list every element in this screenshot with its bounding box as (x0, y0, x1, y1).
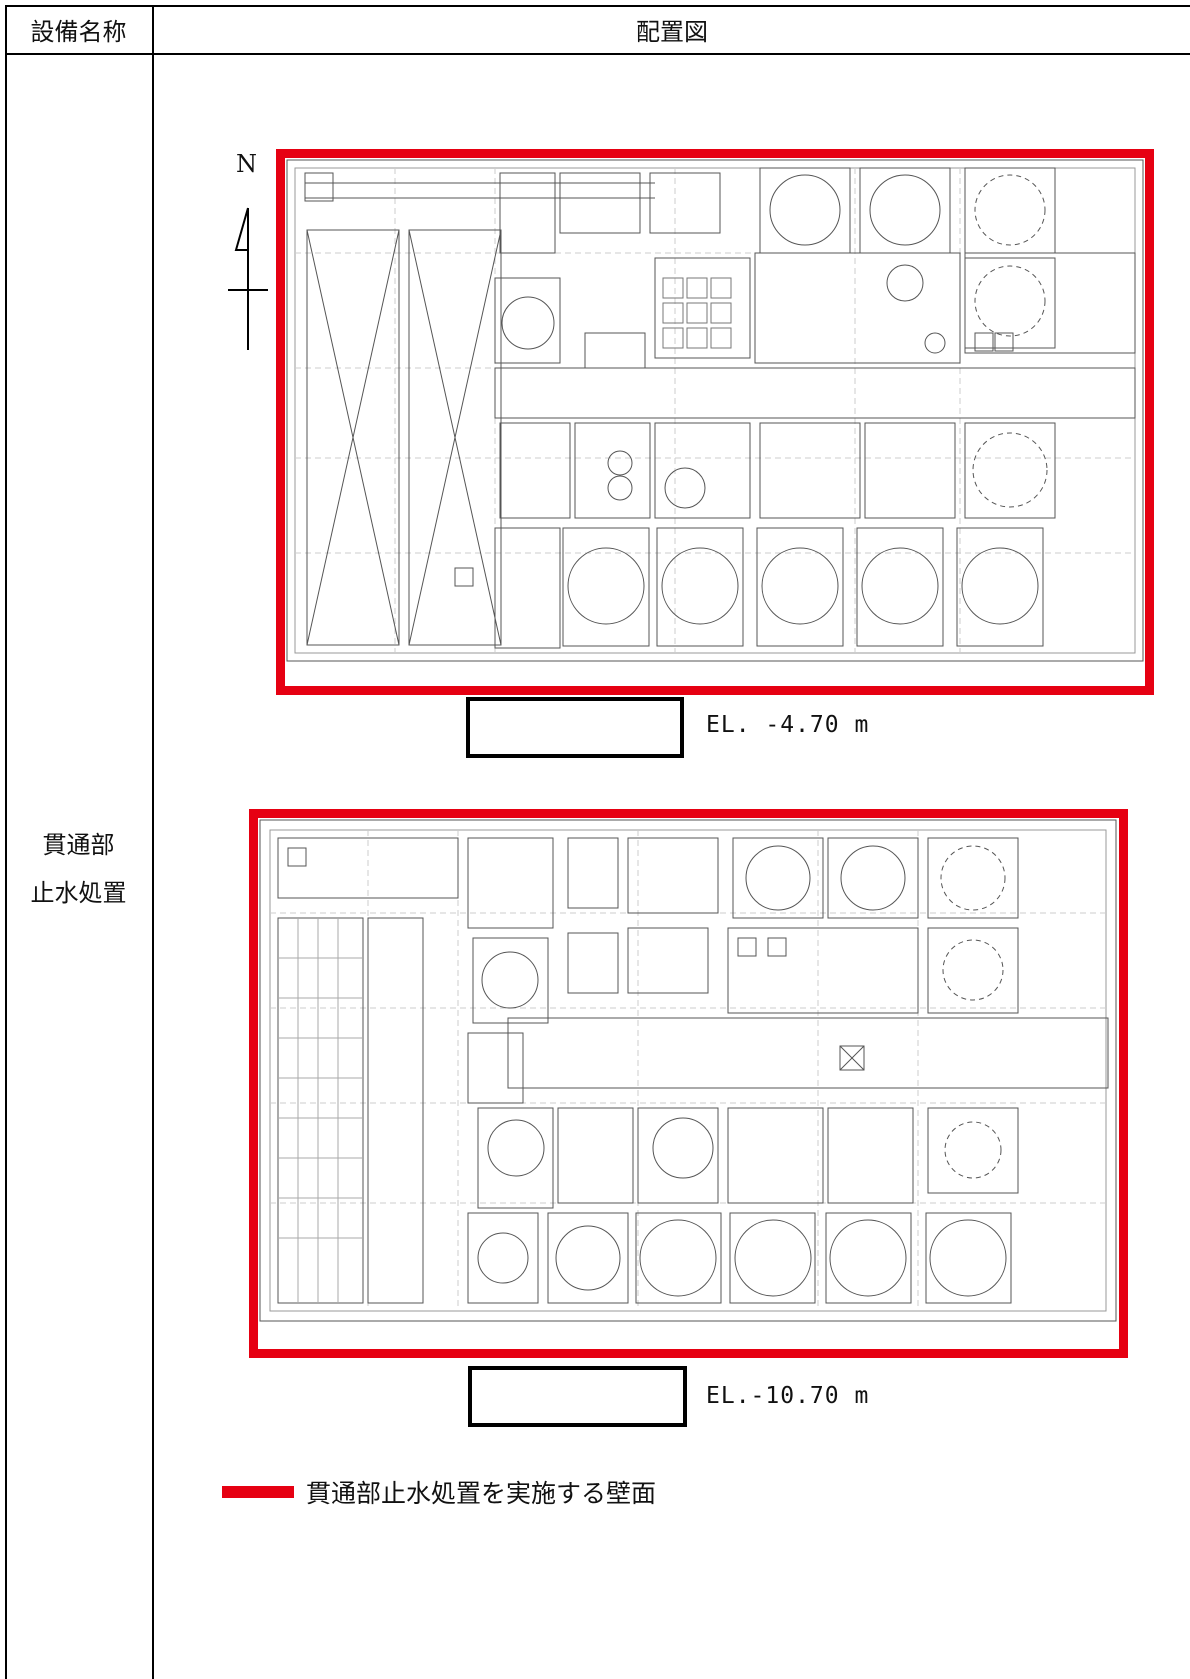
legend-text: 貫通部止水処置を実施する壁面 (306, 1479, 657, 1508)
elevation-label-lower: EL.-10.70 m (706, 1383, 870, 1409)
redacted-box-lower (468, 1366, 687, 1427)
penetration-wall-highlight-upper (276, 149, 1154, 695)
equipment-name-line1: 貫通部 (42, 831, 115, 859)
equipment-name-line2: 止水処置 (30, 879, 127, 907)
header-layout-drawing: 配置図 (636, 17, 708, 46)
table-header-row (5, 5, 1190, 55)
header-equipment-name: 設備名称 (30, 17, 127, 46)
floor-plan-upper (285, 158, 1145, 663)
redacted-box-upper (466, 697, 684, 758)
north-arrow: N (228, 150, 268, 355)
north-label: N (236, 150, 257, 178)
table-frame (5, 5, 1190, 1679)
legend-red-bar (222, 1486, 294, 1498)
floor-plan-lower (258, 818, 1118, 1323)
elevation-label-upper: EL. -4.70 m (706, 712, 870, 738)
penetration-wall-highlight-lower (249, 809, 1128, 1358)
column-divider (152, 5, 154, 1679)
